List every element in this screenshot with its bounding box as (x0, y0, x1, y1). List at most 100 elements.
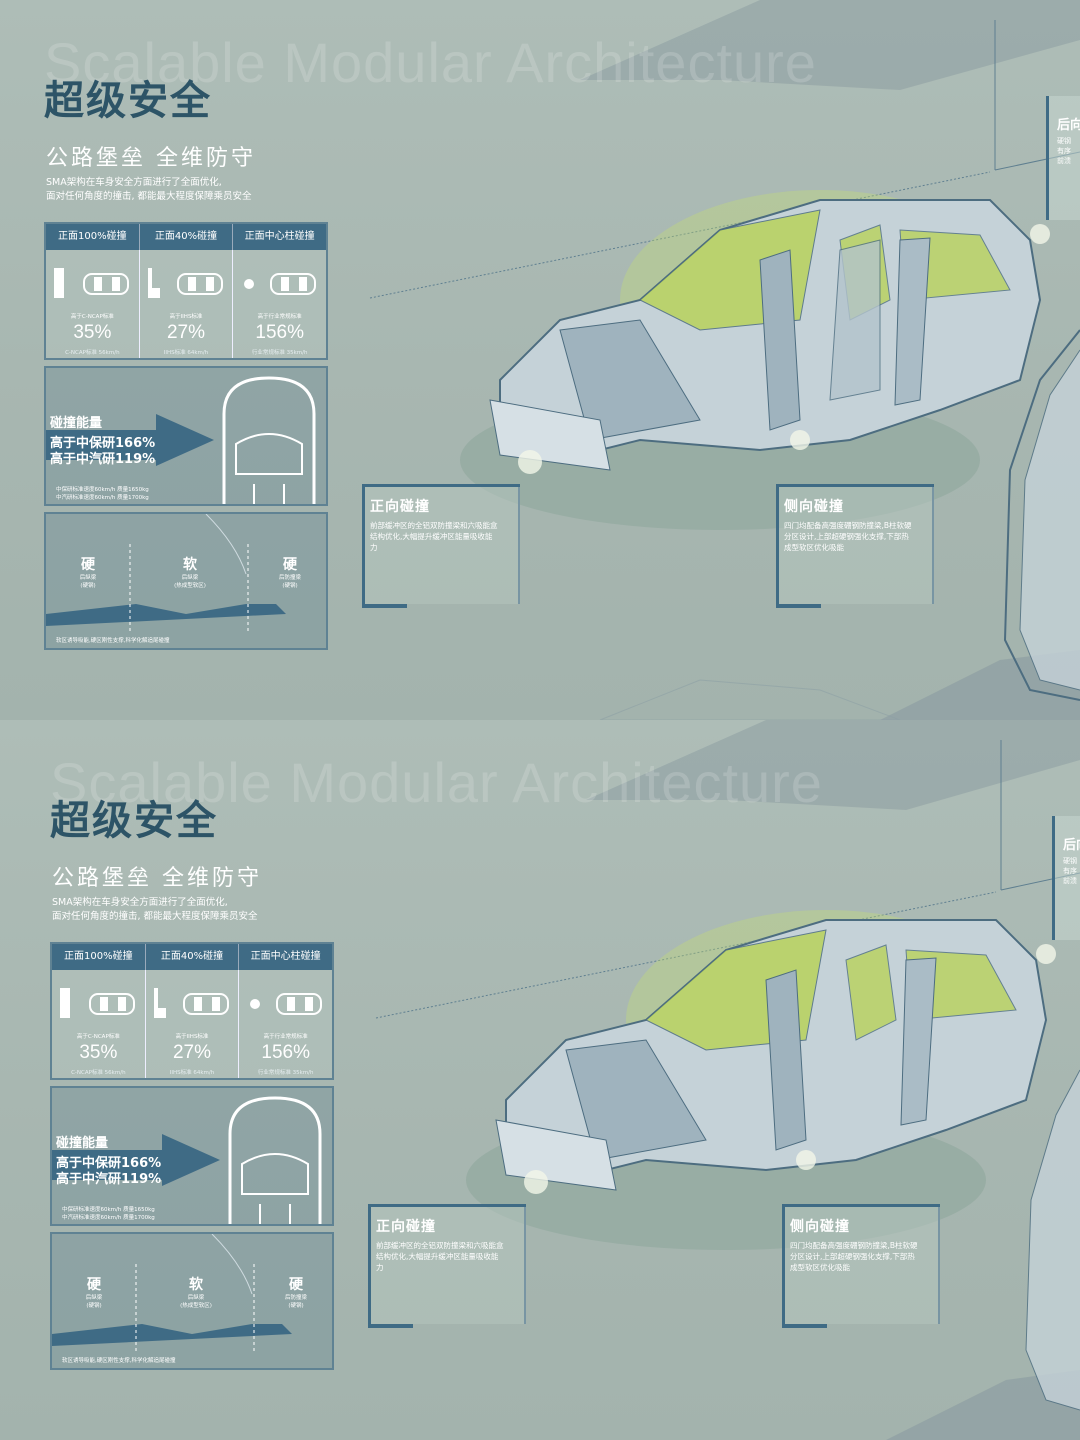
side-collision-card: 侧向碰撞 四门均配备高强度硼钢防撞梁,B柱软硬分区设计,上部超硬钢强化支撑,下部… (776, 484, 934, 608)
energy-arrow-icon (46, 414, 214, 466)
watermark-text: Scalable Modular Architecture (50, 751, 823, 814)
card-text-line: 前溃 (1063, 877, 1077, 885)
zone-sub: 后纵梁 (187, 1295, 205, 1301)
offset-crash-icon (153, 988, 229, 1018)
crash-percent: 27% (166, 322, 206, 343)
full-frontal-crash-icon (60, 988, 135, 1018)
rear-rail-diagram (46, 514, 286, 634)
crash-test-col: 高于IIHS标准 27% IIHS标准 64km/h (140, 250, 234, 358)
card-title: 侧向碰撞 (784, 499, 844, 515)
zone-sub: (硬钢) (282, 583, 298, 589)
crash-test-header: 正面100%碰撞 正面40%碰撞 正面中心柱碰撞 (46, 224, 326, 250)
crash-standard: 高于C-NCAP标准 (76, 1034, 120, 1040)
rear-collision-card: 后向 硬钢 有序 前溃 (1046, 96, 1080, 220)
car-top-view-icon (228, 1096, 322, 1224)
crash-test-table: 正面100%碰撞 正面40%碰撞 正面中心柱碰撞 高于C-NCAP标准 35% … (50, 942, 334, 1080)
card-title: 侧向碰撞 (790, 1219, 850, 1235)
zone-sub: 后纵梁 (181, 575, 199, 581)
energy-note-line: 中汽研标准速度60km/h 质量1700kg (56, 495, 149, 501)
card-text-line: 硬钢 (1057, 137, 1071, 145)
description-line: 面对任何角度的撞击, 都能最大程度保障乘员安全 (46, 191, 252, 202)
page-subtitle: 公路堡垒 全维防守 (46, 146, 256, 171)
crash-speed: C-NCAP标准 56km/h (65, 350, 120, 356)
zone-sub: (硬钢) (288, 1303, 304, 1309)
crash-standard: 高于行业常规标准 (257, 314, 302, 320)
energy-line-2: 高于中汽研119% (56, 1172, 162, 1187)
crash-standard: 高于行业常规标准 (263, 1034, 308, 1040)
pole-crash-icon (244, 273, 317, 295)
description-line: SMA架构在车身安全方面进行了全面优化, (52, 897, 228, 908)
rear-collision-card: 后向 硬钢 有序 前溃 (1052, 816, 1080, 940)
card-title: 正向碰撞 (370, 499, 430, 515)
energy-line-2: 高于中汽研119% (50, 452, 156, 467)
zone-hard-rear: 硬 后防撞梁 (硬钢) (260, 554, 320, 590)
crash-test-header: 正面100%碰撞 正面40%碰撞 正面中心柱碰撞 (52, 944, 332, 970)
front-collision-card: 正向碰撞 前部缓冲区的全铝双防撞梁和六吸能盒结构优化,大幅提升缓冲区能量吸收能力 (362, 484, 520, 608)
card-text-line: 有序 (1057, 147, 1071, 155)
front-collision-card: 正向碰撞 前部缓冲区的全铝双防撞梁和六吸能盒结构优化,大幅提升缓冲区能量吸收能力 (368, 1204, 526, 1328)
description: SMA架构在车身安全方面进行了全面优化, 面对任何角度的撞击, 都能最大程度保障… (52, 896, 312, 924)
card-text: 硬钢 有序 前溃 (1063, 856, 1077, 886)
zone-hard-rear: 硬 后防撞梁 (硬钢) (266, 1274, 326, 1310)
infographic-panel-top: Scalable Modular Architecture 超级安全 公路堡垒 … (0, 0, 1080, 720)
zone-title: 硬 (289, 1277, 303, 1293)
card-text: 前部缓冲区的全铝双防撞梁和六吸能盒结构优化,大幅提升缓冲区能量吸收能力 (376, 1241, 504, 1272)
structure-footer: 软区诱导吸能,硬区刚性支撑,科学化解追尾碰撞 (56, 638, 170, 644)
crash-test-header-cell: 正面40%碰撞 (140, 224, 234, 250)
offset-crash-icon (147, 268, 223, 298)
crash-standard: 高于IIHS标准 (169, 314, 203, 320)
full-frontal-crash-icon (54, 268, 129, 298)
energy-line-1: 高于中保研166% (56, 1156, 162, 1171)
zone-hard-front: 硬 后纵梁 (硬钢) (64, 1274, 124, 1310)
collision-energy-box: 碰撞能量 高于中保研166% 高于中汽研119% 中保研标准速度60km/h 质… (44, 366, 328, 506)
energy-label: 碰撞能量 (50, 416, 103, 431)
crash-percent: 27% (172, 1042, 212, 1063)
zone-title: 硬 (283, 557, 297, 573)
zone-sub: 后防撞梁 (278, 575, 301, 581)
card-title: 正向碰撞 (376, 1219, 436, 1235)
crash-test-col: 高于行业常规标准 156% 行业常规标准 35km/h (233, 250, 326, 358)
crash-speed: IIHS标准 64km/h (169, 1070, 215, 1076)
zone-sub: 后纵梁 (79, 575, 97, 581)
watermark-text: Scalable Modular Architecture (44, 31, 817, 94)
crash-percent: 35% (73, 322, 112, 343)
zone-sub: (热成型软区) (174, 583, 206, 589)
crash-test-col: 高于C-NCAP标准 35% C-NCAP标准 56km/h (52, 970, 146, 1078)
crash-percent: 156% (255, 322, 304, 343)
page-subtitle: 公路堡垒 全维防守 (52, 866, 262, 891)
energy-note-line: 中保研标准速度60km/h 质量1650kg (56, 487, 149, 493)
zone-title: 软 (183, 557, 197, 573)
zone-title: 硬 (87, 1277, 101, 1293)
page-title: 超级安全 (44, 78, 212, 124)
crash-speed: IIHS标准 64km/h (163, 350, 209, 356)
crash-percent: 35% (79, 1042, 118, 1063)
rear-structure-box: 硬 后纵梁 (硬钢) 软 后纵梁 (热成型软区) 硬 后防撞梁 (硬钢) 软区诱… (50, 1232, 334, 1370)
infographic-panel-bottom: Scalable Modular Architecture 超级安全 公路堡垒 … (0, 720, 1080, 1440)
zone-sub: 后纵梁 (85, 1295, 103, 1301)
description-line: 面对任何角度的撞击, 都能最大程度保障乘员安全 (52, 911, 258, 922)
card-text: 四门均配备高强度硼钢防撞梁,B柱软硬分区设计,上部超硬钢强化支撑,下部热成型软区… (784, 521, 912, 552)
crash-speed: 行业常规标准 35km/h (257, 1070, 314, 1076)
description-line: SMA架构在车身安全方面进行了全面优化, (46, 177, 222, 188)
collision-energy-box: 碰撞能量 高于中保研166% 高于中汽研119% 中保研标准速度60km/h 质… (50, 1086, 334, 1226)
car-top-view-icon (222, 376, 316, 504)
crash-test-header-cell: 正面100%碰撞 (46, 224, 140, 250)
card-text: 前部缓冲区的全铝双防撞梁和六吸能盒结构优化,大幅提升缓冲区能量吸收能力 (370, 521, 498, 552)
zone-hard-front: 硬 后纵梁 (硬钢) (58, 554, 118, 590)
description: SMA架构在车身安全方面进行了全面优化, 面对任何角度的撞击, 都能最大程度保障… (46, 176, 306, 204)
pole-crash-icon (250, 993, 323, 1015)
car-body-illustration (369, 0, 1080, 720)
crash-test-col: 高于C-NCAP标准 35% C-NCAP标准 56km/h (46, 250, 140, 358)
energy-note: 中保研标准速度60km/h 质量1650kg 中汽研标准速度60km/h 质量1… (62, 1206, 155, 1222)
structure-footer: 软区诱导吸能,硬区刚性支撑,科学化解追尾碰撞 (62, 1358, 176, 1364)
crash-test-header-cell: 正面中心柱碰撞 (250, 951, 321, 962)
crash-test-header-cell: 正面100%碰撞 (52, 944, 146, 970)
card-text: 硬钢 有序 前溃 (1057, 136, 1071, 166)
energy-note-line: 中汽研标准速度60km/h 质量1700kg (62, 1215, 155, 1221)
card-text-line: 前溃 (1057, 157, 1071, 165)
card-title: 后向 (1057, 118, 1080, 133)
crash-speed: 行业常规标准 35km/h (251, 350, 308, 356)
zone-title: 硬 (81, 557, 95, 573)
crash-test-header-cell: 正面40%碰撞 (146, 944, 240, 970)
card-text: 四门均配备高强度硼钢防撞梁,B柱软硬分区设计,上部超硬钢强化支撑,下部热成型软区… (790, 1241, 918, 1272)
